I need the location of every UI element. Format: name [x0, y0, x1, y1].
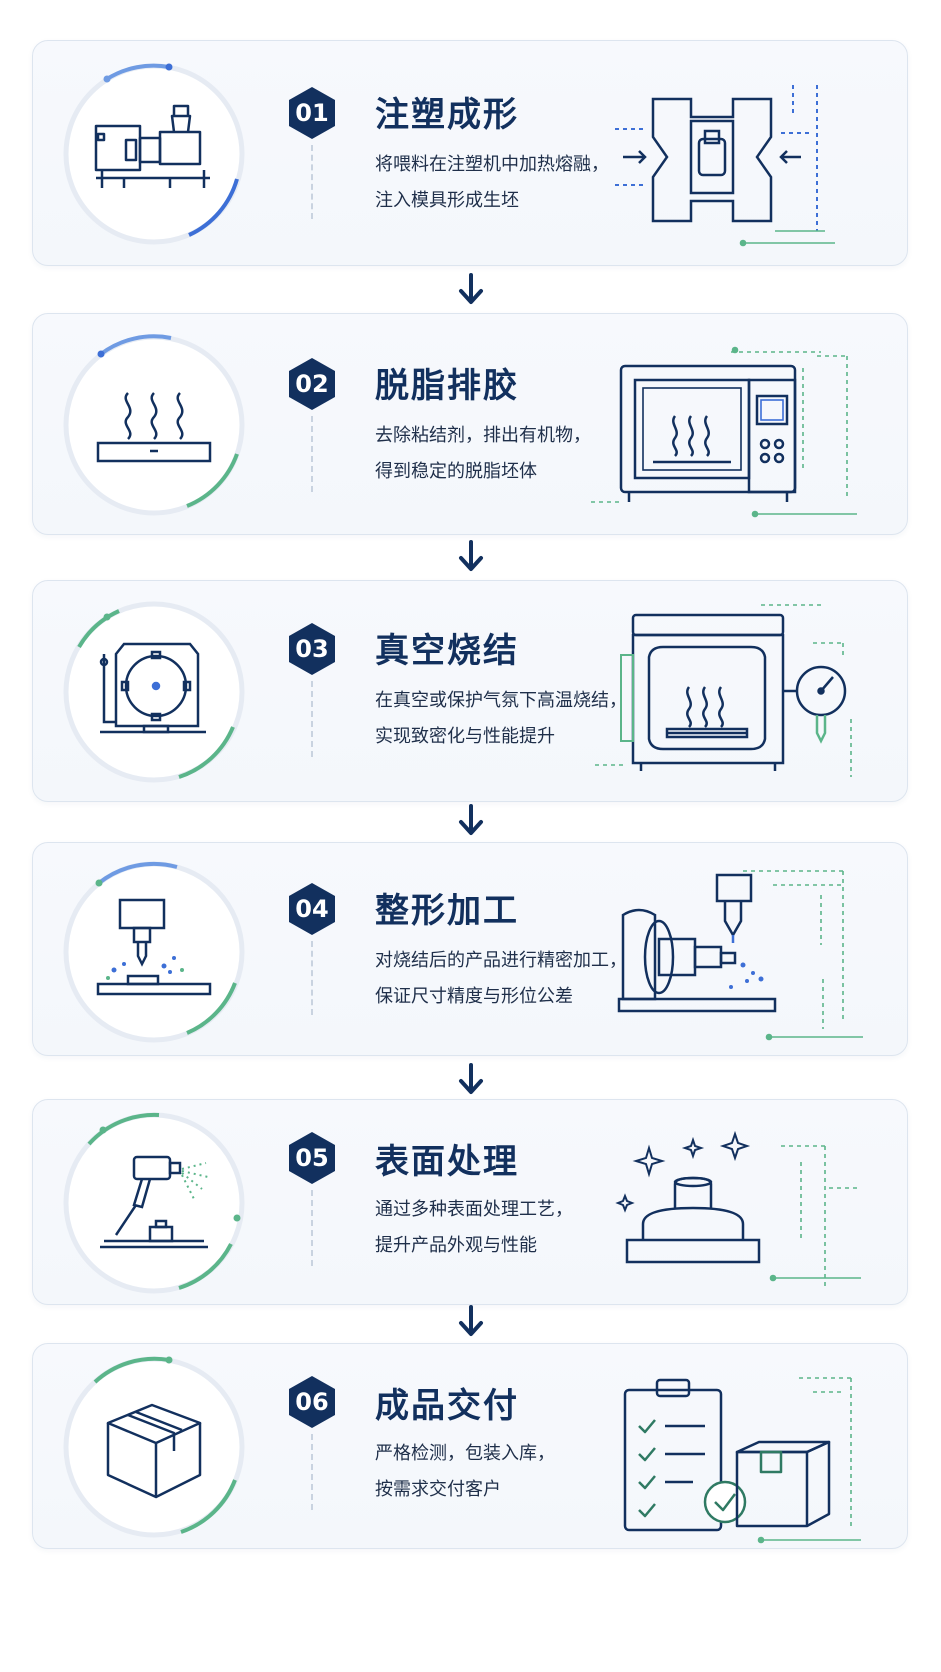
step-number-badge: 01 [284, 85, 340, 141]
ring-icon [63, 334, 245, 516]
connector-line [311, 941, 313, 1015]
step-card-1: 01 注塑成形 将喂料在注塑机中加热熔融， 注入模具形成生坯 [32, 40, 908, 266]
connector-line [311, 1190, 313, 1266]
desc-line-1: 将喂料在注塑机中加热熔融， [375, 154, 609, 175]
desc-line-1: 去除粘结剂，排出有机物， [375, 425, 591, 446]
connector-line [311, 416, 313, 492]
step-2-illustration [59, 330, 249, 520]
desc-line-2: 保证尺寸精度与形位公差 [375, 986, 573, 1007]
step-6-illustration [59, 1352, 249, 1542]
step-description: 严格检测，包装入库， 按需求交付客户 [375, 1436, 555, 1508]
connector-line [311, 1434, 313, 1510]
connector-line [311, 145, 313, 219]
step-number: 01 [295, 99, 329, 127]
step-number-badge: 05 [284, 1130, 340, 1186]
step-1-illustration [59, 59, 249, 249]
step-description: 将喂料在注塑机中加热熔融， 注入模具形成生坯 [375, 147, 609, 219]
step-card-5: 05 表面处理 通过多种表面处理工艺， 提升产品外观与性能 [32, 1099, 908, 1305]
step-title: 脱脂排胶 [375, 366, 519, 406]
sintering-furnace-icon [595, 604, 852, 777]
cnc-spindle-icon [96, 898, 212, 996]
vacuum-chamber-icon [99, 642, 206, 734]
ring-icon [63, 63, 245, 245]
desc-line-1: 在真空或保护气氛下高温烧结， [375, 690, 627, 711]
step-number-badge: 06 [284, 1374, 340, 1430]
package-box-icon [106, 1403, 202, 1499]
desc-line-2: 提升产品外观与性能 [375, 1235, 537, 1256]
step-title: 注塑成形 [375, 95, 519, 135]
heat-plate-icon [96, 392, 212, 463]
checklist-delivery-icon [623, 1377, 861, 1544]
arrow-down-icon [459, 273, 483, 304]
step-number-badge: 02 [284, 356, 340, 412]
connector-line [311, 681, 313, 757]
lathe-machining-icon [617, 870, 863, 1041]
arrow-down-icon [459, 1063, 483, 1094]
ring-icon [63, 1356, 245, 1538]
step-number-badge: 04 [284, 881, 340, 937]
desc-line-1: 严格检测，包装入库， [375, 1443, 555, 1464]
desc-line-2: 得到稳定的脱脂坯体 [375, 461, 537, 482]
desc-line-2: 按需求交付客户 [375, 1479, 501, 1500]
step-card-6: 06 成品交付 严格检测，包装入库， 按需求交付客户 [32, 1343, 908, 1549]
step-title: 整形加工 [375, 891, 519, 931]
step-4-illustration [59, 857, 249, 1047]
ring-icon [63, 601, 245, 783]
step-title: 真空烧结 [375, 631, 519, 671]
debinding-furnace-icon [591, 346, 857, 518]
step-description: 去除粘结剂，排出有机物， 得到稳定的脱脂坯体 [375, 418, 591, 490]
spray-gun-icon [100, 1155, 209, 1249]
desc-line-2: 注入模具形成生坯 [375, 190, 519, 211]
step-description: 在真空或保护气氛下高温烧结， 实现致密化与性能提升 [375, 683, 627, 755]
step-number: 03 [295, 635, 329, 663]
mold-assembly-icon [615, 85, 835, 247]
step-card-2: 02 脱脂排胶 去除粘结剂，排出有机物， 得到稳定的脱脂坯体 [32, 313, 908, 535]
step-number-badge: 03 [284, 621, 340, 677]
step-number: 06 [295, 1388, 329, 1416]
step-description: 通过多种表面处理工艺， 提升产品外观与性能 [375, 1192, 573, 1264]
arrow-down-icon [459, 540, 483, 571]
arrow-down-icon [459, 1305, 483, 1336]
step-description: 对烧结后的产品进行精密加工， 保证尺寸精度与形位公差 [375, 943, 627, 1015]
step-number: 05 [295, 1144, 329, 1172]
desc-line-1: 通过多种表面处理工艺， [375, 1199, 573, 1220]
step-card-3: 03 真空烧结 在真空或保护气氛下高温烧结， 实现致密化与性能提升 [32, 580, 908, 802]
arrow-down-icon [459, 804, 483, 835]
step-title: 表面处理 [375, 1142, 519, 1182]
step-number: 02 [295, 370, 329, 398]
desc-line-1: 对烧结后的产品进行精密加工， [375, 950, 627, 971]
step-number: 04 [295, 895, 329, 923]
polished-part-icon [615, 1130, 861, 1288]
desc-line-2: 实现致密化与性能提升 [375, 726, 555, 747]
injection-molding-machine-icon [94, 104, 210, 188]
ring-icon [63, 861, 245, 1043]
step-title: 成品交付 [375, 1386, 519, 1426]
step-card-4: 04 整形加工 对烧结后的产品进行精密加工， 保证尺寸精度与形位公差 [32, 842, 908, 1056]
step-5-illustration [59, 1108, 249, 1298]
step-3-illustration [59, 597, 249, 787]
